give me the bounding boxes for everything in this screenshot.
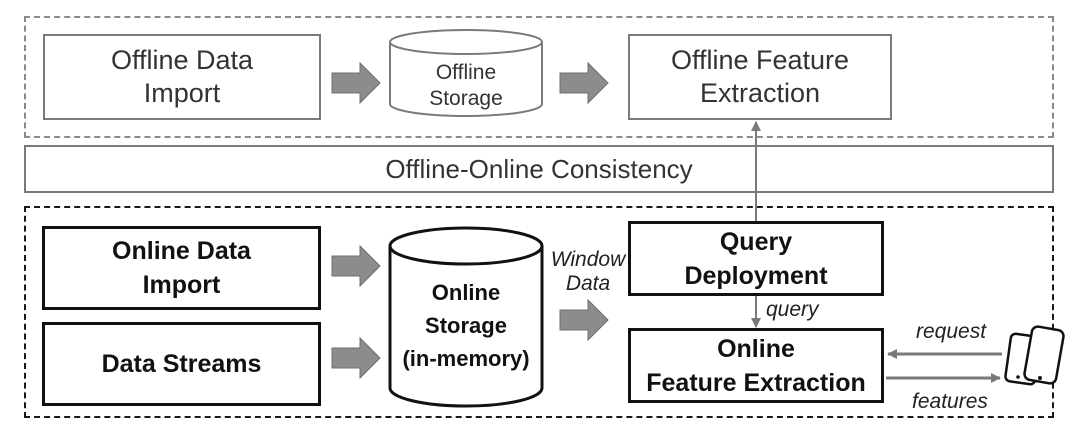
offline-online-consistency-band: Offline-Online Consistency xyxy=(24,145,1054,193)
online-storage-label: Online Storage (in-memory) xyxy=(402,279,530,371)
mobile-phones-icon xyxy=(1004,325,1065,386)
offline-storage-cylinder xyxy=(389,29,543,117)
online-region xyxy=(24,206,1054,418)
data-streams-box: Data Streams xyxy=(42,322,321,406)
offline-storage-label: Offline Storage xyxy=(429,61,503,110)
arrow-offline-import-to-storage xyxy=(331,61,381,105)
features-label: features xyxy=(912,390,988,413)
window-data-label: Window Data xyxy=(550,248,626,295)
query-deployment-box: Query Deployment xyxy=(628,221,884,296)
arrow-online-import-to-storage xyxy=(331,244,381,288)
online-storage-cylinder xyxy=(388,226,544,408)
arrow-offline-storage-to-extraction xyxy=(559,61,609,105)
offline-region xyxy=(24,16,1054,138)
arrow-storage-to-feature-extraction xyxy=(559,298,609,342)
query-label: query xyxy=(766,298,819,321)
arrow-data-streams-to-storage xyxy=(331,336,381,380)
offline-feature-extraction-box: Offline Feature Extraction xyxy=(628,34,892,120)
online-feature-extraction-box: Online Feature Extraction xyxy=(628,328,884,403)
offline-data-import-box: Offline Data Import xyxy=(43,34,321,120)
request-label: request xyxy=(916,320,987,343)
online-data-import-box: Online Data Import xyxy=(42,226,321,310)
